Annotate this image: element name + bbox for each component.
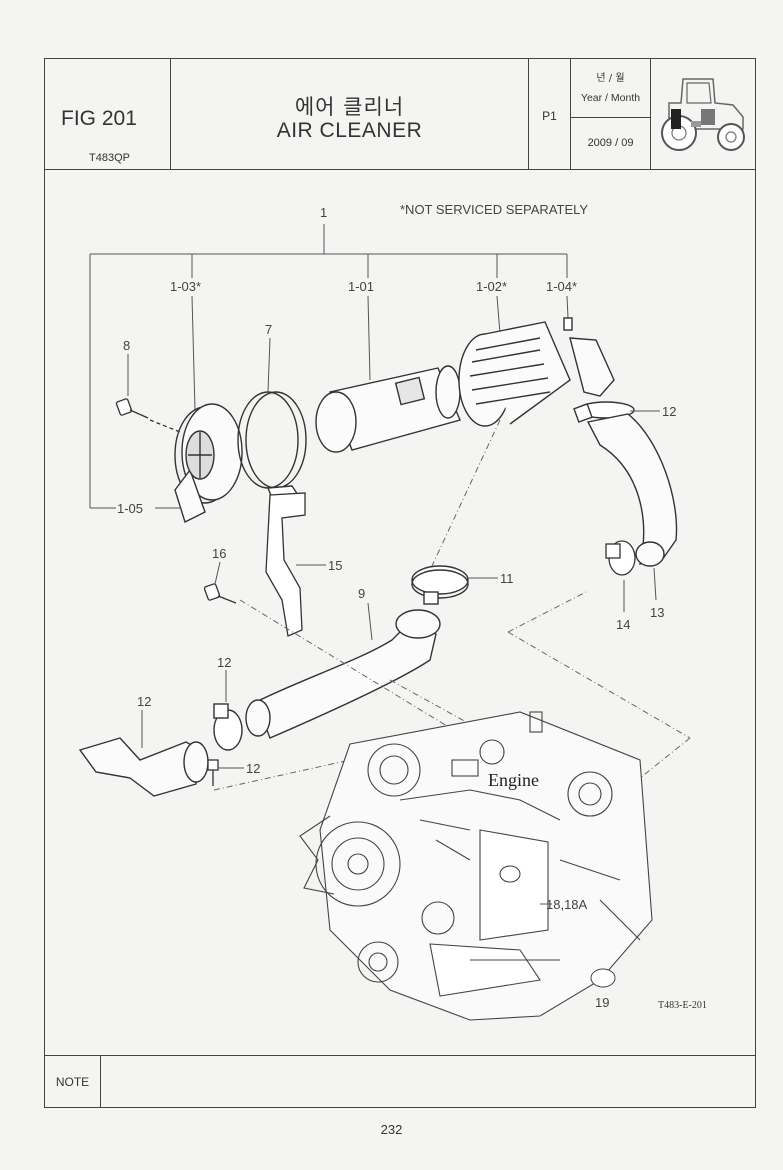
label-12-middle: 11	[500, 571, 514, 586]
label-12-lower: 12	[217, 655, 231, 670]
year-month-value: 2009 / 09	[587, 137, 634, 149]
outlet-elbow	[563, 317, 615, 397]
assembly-tree-lines	[89, 224, 569, 509]
date-divider	[571, 117, 650, 118]
model-code: T483QP	[89, 152, 130, 164]
hose-11	[245, 609, 441, 739]
title-cell: 에어 클리너 AIR CLEANER	[171, 59, 529, 169]
note-label: NOTE	[45, 1056, 101, 1108]
note-bar: NOTE	[45, 1055, 755, 1108]
label-16: 16	[212, 546, 226, 561]
year-month-label-korean: 년 / 월	[596, 73, 625, 84]
label-12-top: 12	[662, 404, 676, 419]
not-serviced-note: *NOT SERVICED SEPARATELY	[400, 202, 588, 217]
label-18-18A: 18,18A	[546, 897, 588, 912]
cover-part	[174, 403, 243, 523]
band-7	[237, 391, 307, 499]
housing	[458, 321, 571, 427]
label-1-04: 1-04*	[546, 279, 577, 294]
label-9: 12	[137, 694, 151, 709]
leader-16	[214, 561, 221, 585]
leader-11	[367, 602, 373, 641]
leader-13	[653, 567, 657, 601]
engine-label: Engine	[488, 770, 539, 790]
bolt-17	[207, 759, 219, 786]
label-13: 13	[650, 605, 664, 620]
label-14: 14	[616, 617, 630, 632]
routing-lines	[213, 419, 691, 843]
label-1-03: 1-03*	[170, 279, 201, 294]
label-1-02: 1-02*	[476, 279, 507, 294]
figure-number: FIG 201	[61, 107, 137, 130]
drawing-code: T483-E-201	[658, 1000, 707, 1011]
title-block: FIG 201 T483QP 에어 클리너 AIR CLEANER P1 년 /…	[45, 59, 755, 170]
page-number: 232	[380, 1122, 403, 1137]
label-15: 15	[328, 558, 342, 573]
label-8: 8	[123, 338, 130, 353]
label-7: 7	[265, 322, 272, 337]
clamp-14	[605, 540, 636, 576]
assembly-number: 1	[320, 205, 327, 220]
fig-cell: FIG 201 T483QP	[45, 59, 171, 169]
tractor-icon-cell	[651, 59, 755, 169]
label-1-05: 1-05	[117, 501, 143, 516]
bolt-8	[115, 398, 181, 433]
o-ring-19	[590, 968, 616, 988]
clamp-12-lower	[213, 703, 243, 751]
title-english: AIR CLEANER	[276, 119, 423, 142]
engine-drawing	[299, 711, 653, 1021]
clamp-12-top	[573, 401, 635, 423]
title-korean: 에어 클리너	[294, 95, 405, 119]
inlet-9	[78, 737, 209, 797]
label-11: 9	[358, 586, 365, 601]
label-1-01: 1-01	[348, 279, 374, 294]
drawing-frame: FIG 201 T483QP 에어 클리너 AIR CLEANER P1 년 /…	[44, 58, 756, 1108]
year-month-label: Year / Month	[580, 92, 641, 104]
date-cell: 년 / 월 Year / Month 2009 / 09	[571, 59, 651, 169]
hose-13	[586, 413, 678, 567]
clamp-12-middle	[411, 565, 469, 605]
label-17: 12	[246, 761, 260, 776]
filter-element	[315, 365, 461, 453]
label-19: 19	[595, 995, 609, 1010]
page-code-cell: P1	[529, 59, 571, 169]
page-code: P1	[542, 109, 557, 123]
tractor-icon	[661, 78, 745, 151]
bolt-16	[203, 583, 237, 604]
bracket-15	[265, 492, 306, 637]
leader-7	[267, 337, 271, 393]
